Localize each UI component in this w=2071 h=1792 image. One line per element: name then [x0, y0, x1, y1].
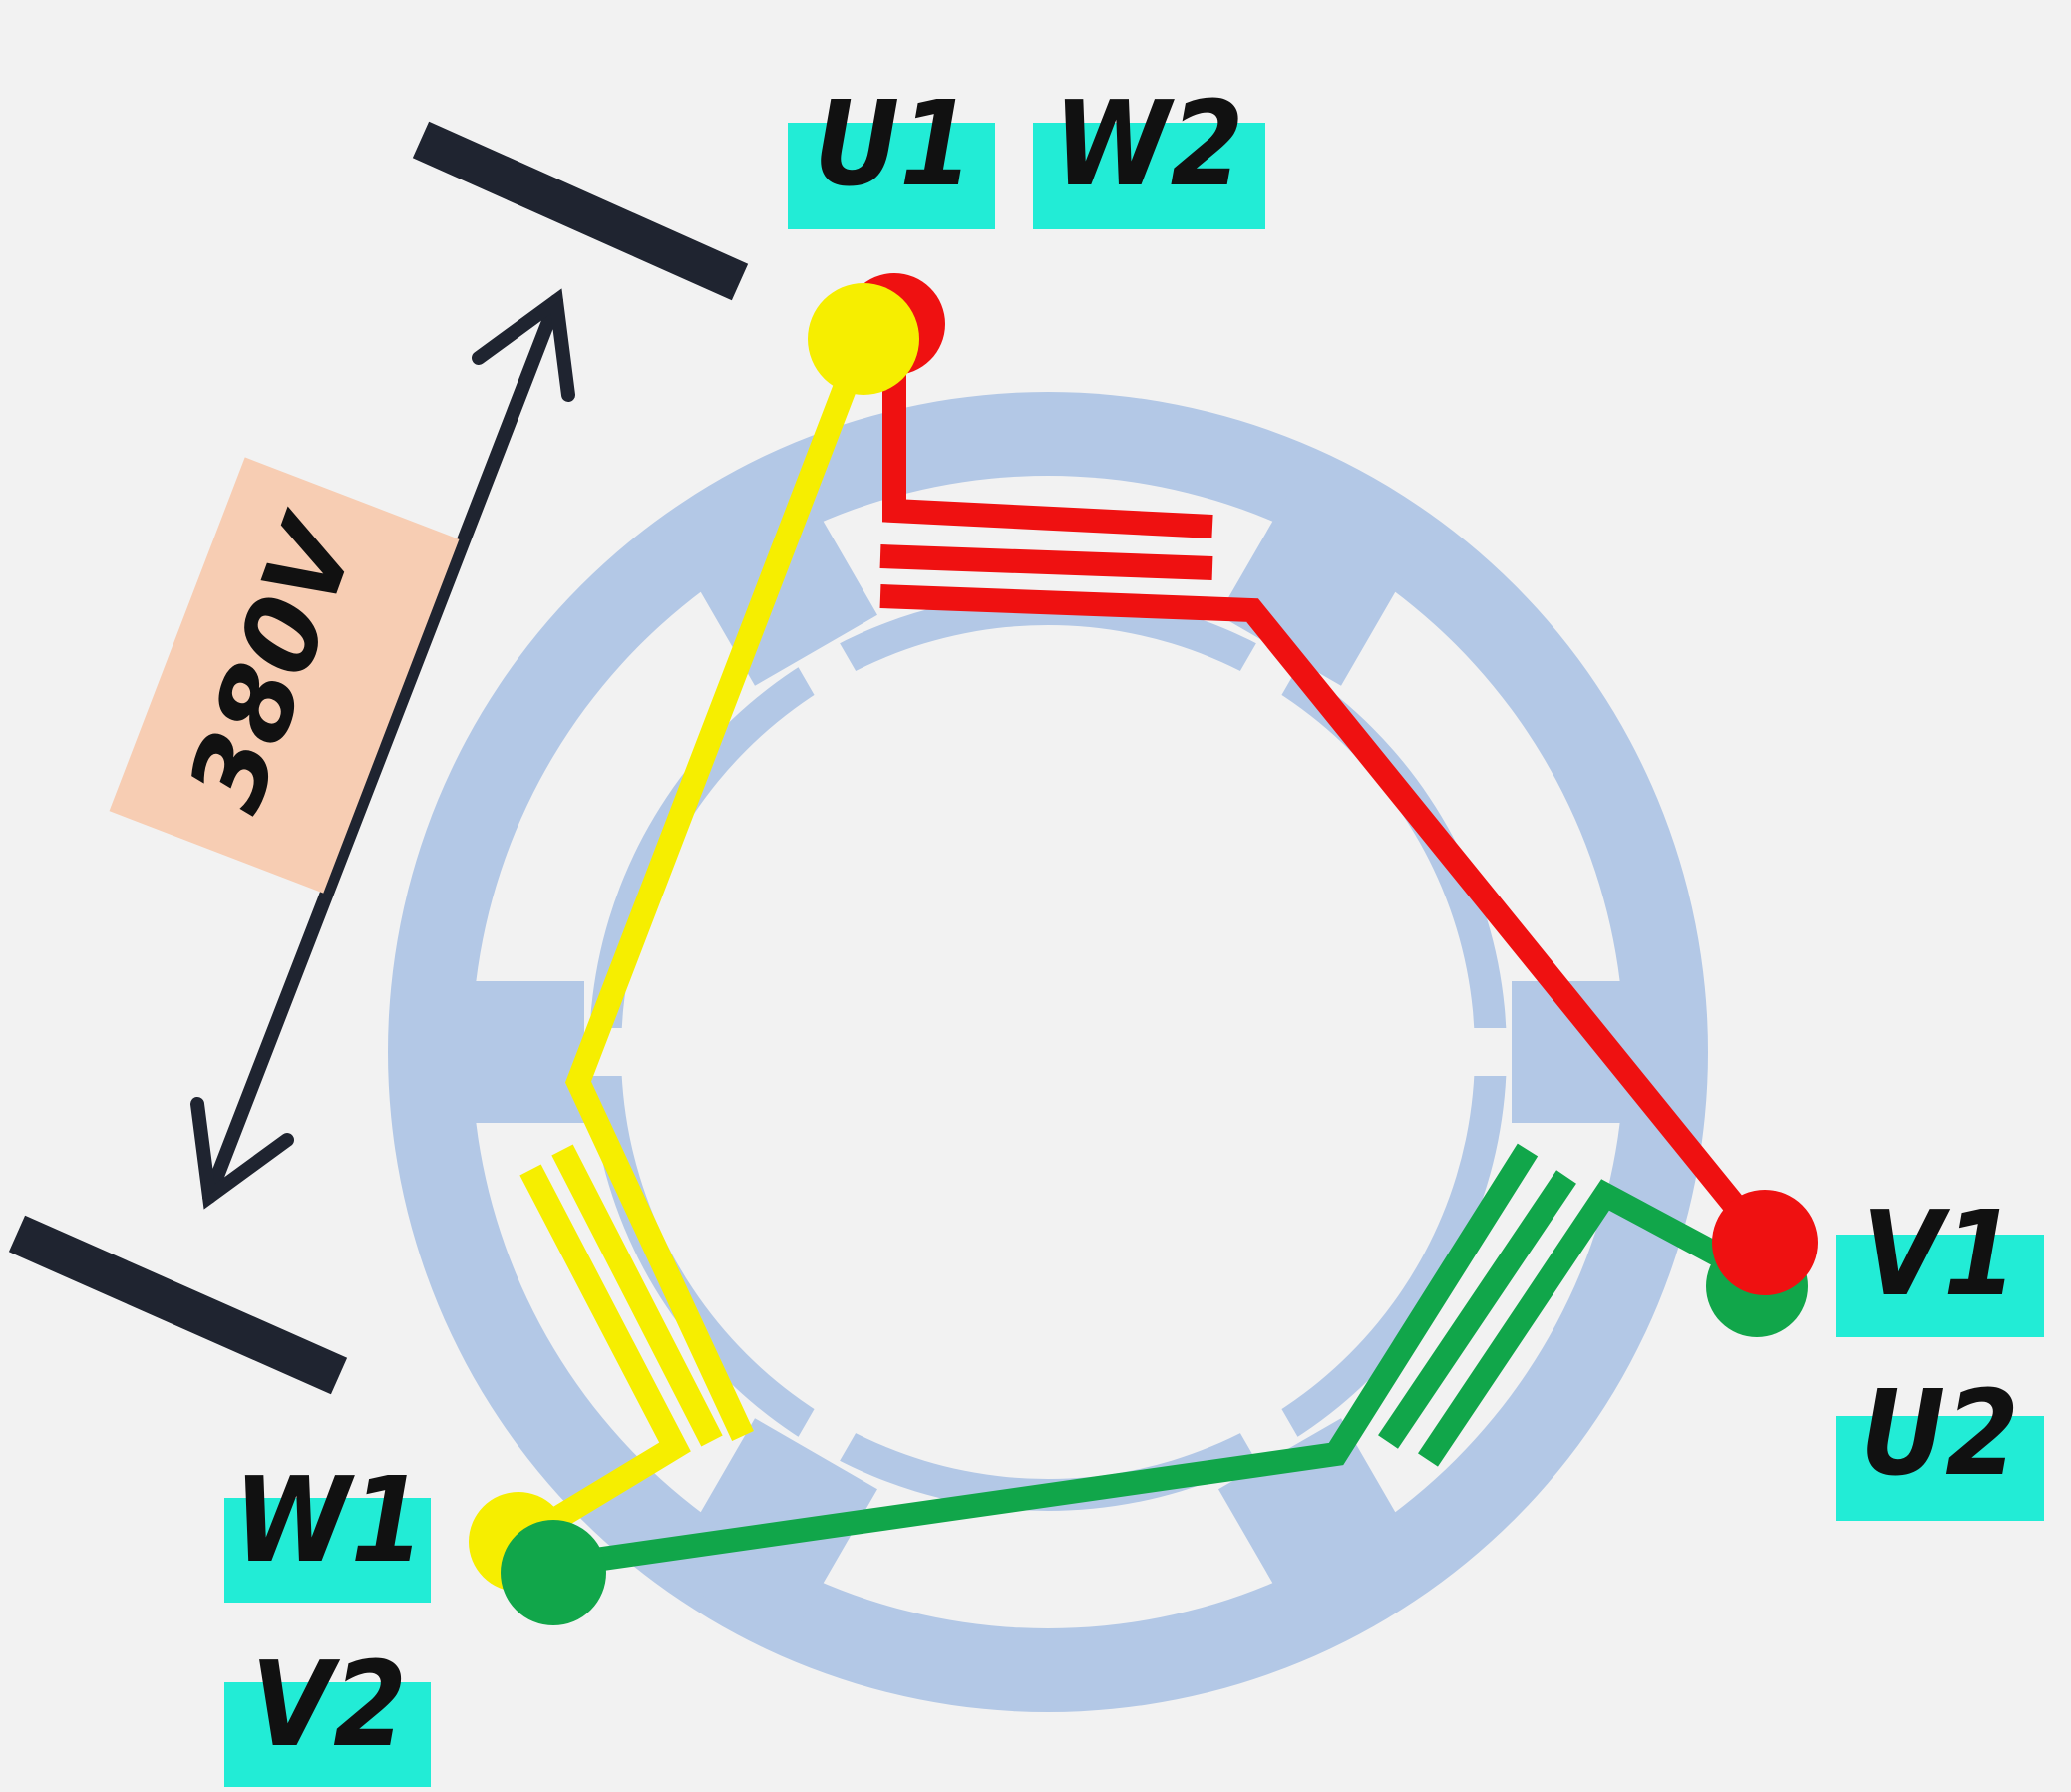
phase-u-coil-turn	[879, 544, 1213, 580]
terminal-label-v2: V2	[251, 1635, 407, 1773]
terminal-v2-dot	[501, 1520, 606, 1625]
terminal-v1-dot	[1712, 1190, 1818, 1295]
voltage-label-box	[109, 457, 460, 894]
terminal-label-u2: U2	[1860, 1364, 2019, 1502]
phase-w-lead	[564, 334, 875, 1442]
phase-u-return	[879, 584, 1775, 1251]
phase-w-winding	[512, 334, 875, 1553]
double-arrow	[190, 288, 575, 1210]
label-box-v2	[224, 1682, 431, 1787]
phase-v-return	[551, 1143, 1539, 1578]
terminal-label-u1: U1	[814, 75, 973, 212]
label-box-w1	[224, 1498, 431, 1603]
supply-bar-bottom	[8, 1215, 348, 1395]
label-box-v1	[1836, 1235, 2044, 1337]
phase-u-lead	[882, 329, 1213, 538]
phase-u-winding	[879, 329, 1775, 1251]
label-box-u1	[788, 123, 995, 229]
phase-v-coil-turn	[1378, 1170, 1576, 1449]
label-box-u2	[1836, 1416, 2044, 1521]
stator-tooth	[405, 981, 584, 1123]
supply-indicator: 380V	[8, 121, 749, 1395]
stator-pole-shoes	[589, 593, 1507, 1511]
phase-w-coil-turn	[551, 1144, 723, 1447]
label-box-w2	[1033, 123, 1265, 229]
supply-bar-top	[412, 121, 749, 301]
terminal-dots	[469, 273, 1818, 1625]
terminal-labels: U1 W2 V1 U2 W1 V2	[224, 75, 2044, 1787]
terminal-label-v1: V1	[1862, 1185, 2017, 1322]
phase-w-return	[512, 1164, 691, 1553]
terminal-label-w2: W2	[1053, 75, 1243, 212]
terminal-label-w1: W1	[233, 1451, 424, 1589]
terminal-u1-dot	[808, 283, 919, 395]
